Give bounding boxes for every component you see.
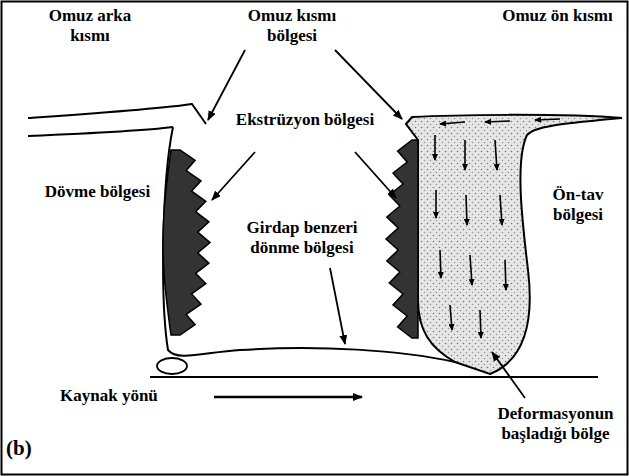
leader-lines	[208, 50, 525, 398]
zone-label: Dövme bölgesi	[40, 182, 155, 202]
part-label: Omuz ön kısmı	[495, 6, 620, 26]
extrusion-zone	[386, 140, 418, 338]
plate-surface	[28, 104, 206, 124]
root-loop	[157, 358, 187, 374]
zone-label: Girdap benzeri dönme bölgesi	[222, 218, 382, 258]
direction-label: Kaynak yönü	[60, 386, 205, 406]
zone-label: Ekstrüzyon bölgesi	[230, 110, 380, 130]
preheat-zone	[406, 115, 622, 374]
zone-label: Ön-tav bölgesi	[533, 185, 623, 225]
plate-bottom	[150, 376, 598, 378]
zone-label: Deformasyonun başladığı bölge	[488, 404, 623, 444]
zone-label: Omuz kısmı bölgesi	[222, 6, 362, 46]
figure-tag: (b)	[6, 436, 46, 461]
part-label: Omuz arka kısmı	[30, 6, 150, 46]
forging-zone	[163, 150, 210, 335]
stir-zone-outline	[163, 127, 455, 362]
plate-surface	[28, 127, 173, 136]
flow-arrows	[435, 119, 560, 338]
